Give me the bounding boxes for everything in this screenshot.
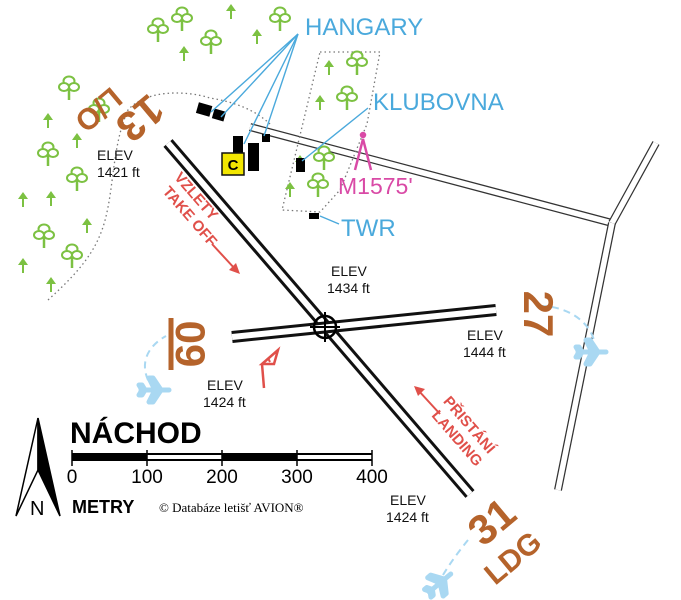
callout-lines [210,33,369,225]
hangary-label: HANGARY [305,14,423,41]
elev-west-value: 1424 ft [203,394,246,410]
circuit-west [143,335,167,381]
landing-arrow [414,386,441,415]
circuit-east [539,305,595,341]
scale-tick-0: 0 [67,467,78,488]
tower-building [309,213,319,219]
obstacle-icon [353,131,373,171]
twr-label: TWR [341,215,396,242]
crosshair-icon [310,312,340,342]
airplane-icon [139,378,169,402]
north-arrow [15,417,61,517]
elev-west-label: ELEV [207,377,243,393]
runway-27-number: 27 [515,291,562,338]
clubhouse-building [296,158,305,172]
klubovna-label: KLUBOVNA [373,89,504,116]
scale-unit: METRY [72,497,134,517]
elev-nw-value: 1421 ft [97,164,140,180]
scale-tick-400: 400 [356,467,388,488]
road-south [554,222,616,491]
north-label: N [30,498,44,520]
elev-center-label: ELEV [331,263,367,279]
fuel-marker [221,152,245,176]
fuel-label: C [228,157,239,174]
credit: © Databáze letišť AVION® [159,500,304,515]
airplane-icon [420,565,458,600]
obstacle-label: M1575' [338,173,413,199]
runway-09-27 [231,307,497,340]
road-north [248,123,614,227]
circuit-south [439,539,469,581]
takeoff-arrow [211,243,240,274]
scale-bar [71,450,373,466]
hangar-buildings [195,102,270,171]
tree-area-boundary [281,51,381,213]
scale-tick-100: 100 [131,467,163,488]
windsock-icon [258,346,281,389]
elev-east-label: ELEV [467,327,503,343]
scale-tick-300: 300 [281,467,313,488]
elev-center-value: 1434 ft [327,280,370,296]
scale-tick-200: 200 [206,467,238,488]
elev-nw-label: ELEV [97,147,133,163]
elev-east-value: 1444 ft [463,344,506,360]
elev-se-value: 1424 ft [386,509,429,525]
road-northeast [608,141,660,225]
airfield-title: NÁCHOD [70,416,202,450]
elev-se-label: ELEV [390,492,426,508]
runway-09-number: 09 [167,321,214,368]
